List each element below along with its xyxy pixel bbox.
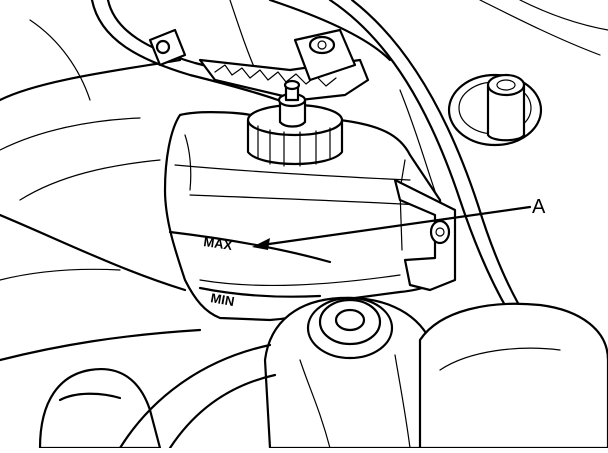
max-mark-text: MAX [203, 234, 234, 253]
reservoir-cap [246, 79, 344, 167]
max-level-line [168, 230, 332, 264]
lower-right-component [418, 302, 608, 450]
callout-a: A [252, 196, 546, 250]
min-mark-text: MIN [209, 290, 235, 309]
min-level-line [198, 286, 322, 298]
hose-bracket [148, 28, 370, 102]
filler-cap-right [447, 73, 543, 147]
lower-left-hoses [38, 343, 277, 450]
callout-arrowhead [252, 238, 270, 250]
callout-label: A [532, 196, 546, 218]
strut-tower [263, 296, 432, 450]
callout-leader-line [260, 205, 532, 247]
tank-mounting-bracket [393, 178, 457, 292]
level-marks: MAX MIN [168, 230, 332, 309]
